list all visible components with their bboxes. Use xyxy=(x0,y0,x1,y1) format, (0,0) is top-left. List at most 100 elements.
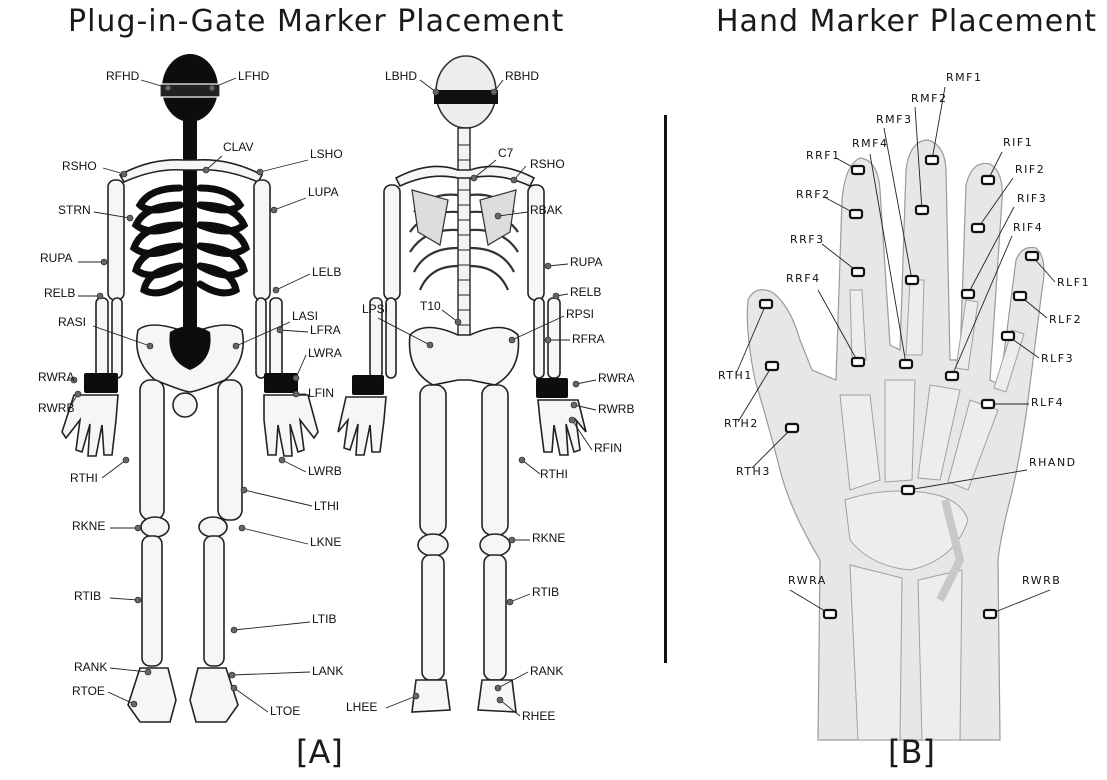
back-marker-rank xyxy=(495,685,501,691)
hand-label-rlf2: RLF2 xyxy=(1049,313,1082,326)
hand-marker-rmf4 xyxy=(900,360,912,368)
front-marker-ltib xyxy=(231,627,237,633)
front-marker-rwrb xyxy=(75,391,81,397)
front-label-rthi: RTHI xyxy=(70,471,98,485)
front-marker-lfin xyxy=(293,391,299,397)
front-marker-rsho xyxy=(121,171,127,177)
front-label-lasi: LASI xyxy=(292,309,318,323)
hand-label-rmf4: RMF4 xyxy=(852,137,888,150)
front-marker-rkne xyxy=(135,525,141,531)
back-label-lhee: LHEE xyxy=(346,700,377,714)
back-label-rthi: RTHI xyxy=(540,467,568,481)
front-label-lfin: LFIN xyxy=(308,386,334,400)
front-leader-lfhd xyxy=(212,78,236,88)
front-leader-rtib xyxy=(110,598,138,600)
hand-marker-rrf3 xyxy=(852,268,864,276)
front-leader-rasi xyxy=(93,326,150,346)
front-marker-rupa xyxy=(101,259,107,265)
back-label-rsho: RSHO xyxy=(530,157,565,171)
front-leader-lupa xyxy=(274,198,306,210)
hand-label-rth2: RTH2 xyxy=(724,417,759,430)
panel-divider xyxy=(664,115,667,663)
back-label-rupa: RUPA xyxy=(570,255,602,269)
panel-b-caption: [B] xyxy=(888,733,935,771)
back-marker-rwrb xyxy=(571,402,577,408)
front-leader-lank xyxy=(232,672,310,675)
hand-marker-rlf4 xyxy=(982,400,994,408)
back-leader-rank xyxy=(498,672,528,688)
hand-label-rmf2: RMF2 xyxy=(911,92,947,105)
front-marker-rtib xyxy=(135,597,141,603)
back-label-rfra: RFRA xyxy=(572,332,605,346)
front-marker-lwra xyxy=(293,375,299,381)
front-leader-rtoe xyxy=(108,692,134,704)
back-marker-rbak xyxy=(495,213,501,219)
hand-marker-rth3 xyxy=(786,424,798,432)
back-marker-rtib xyxy=(507,599,513,605)
hand-label-rth1: RTH1 xyxy=(718,369,753,382)
front-marker-strn xyxy=(127,215,133,221)
hand-label-rif1: RIF1 xyxy=(1003,136,1033,149)
hand-leader-rwrb xyxy=(990,590,1050,614)
hand-leader-rth1 xyxy=(736,304,766,374)
front-marker-lfra xyxy=(277,327,283,333)
hand-marker-rrf4 xyxy=(852,358,864,366)
hand-marker-rlf2 xyxy=(1014,292,1026,300)
back-label-lbhd: LBHD xyxy=(385,69,417,83)
hand-leader-rhand xyxy=(908,470,1027,490)
front-marker-lthi xyxy=(241,487,247,493)
back-leader-rhee xyxy=(500,700,520,716)
back-label-rank: RANK xyxy=(530,664,563,678)
hand-label-rrf1: RRF1 xyxy=(806,149,841,162)
back-marker-rhee xyxy=(497,697,503,703)
hand-marker-rif4 xyxy=(946,372,958,380)
back-marker-rpsi xyxy=(509,337,515,343)
back-leader-rbak xyxy=(498,212,528,216)
back-label-rwra: RWRA xyxy=(598,371,634,385)
front-leader-lthi xyxy=(244,490,312,506)
front-label-strn: STRN xyxy=(58,203,91,217)
back-label-rkne: RKNE xyxy=(532,531,565,545)
hand-label-rrf4: RRF4 xyxy=(786,272,821,285)
hand-label-rrf2: RRF2 xyxy=(796,188,831,201)
hand-leader-rth3 xyxy=(752,428,792,468)
front-label-rsho: RSHO xyxy=(62,159,97,173)
front-label-lfhd: LFHD xyxy=(238,69,270,83)
hand-label-rhand: RHAND xyxy=(1029,456,1077,469)
hand-label-rlf4: RLF4 xyxy=(1031,396,1064,409)
front-label-ltib: LTIB xyxy=(312,612,336,626)
hand-label-rmf1: RMF1 xyxy=(946,71,982,84)
front-label-rtoe: RTOE xyxy=(72,684,105,698)
front-leader-lelb xyxy=(276,274,310,290)
hand-marker-rth1 xyxy=(760,300,772,308)
front-leader-lasi xyxy=(236,322,290,346)
front-label-rtib: RTIB xyxy=(74,589,101,603)
front-label-rkne: RKNE xyxy=(72,519,105,533)
front-marker-lank xyxy=(229,672,235,678)
front-marker-lsho xyxy=(257,169,263,175)
back-label-lpsi: LPSI xyxy=(362,302,388,316)
back-marker-rsho xyxy=(511,177,517,183)
front-marker-rtoe xyxy=(131,701,137,707)
front-leader-lsho xyxy=(260,160,308,172)
back-leader-rpsi xyxy=(512,316,564,340)
back-marker-rthi xyxy=(519,457,525,463)
back-label-relb: RELB xyxy=(570,285,601,299)
front-leader-strn xyxy=(94,212,130,218)
hand-leader-rmf3 xyxy=(884,128,912,280)
back-leader-rthi xyxy=(522,460,540,474)
front-label-relb: RELB xyxy=(44,286,75,300)
back-leader-c7 xyxy=(474,160,496,178)
hand-leader-rif4 xyxy=(952,236,1012,376)
back-marker-lhee xyxy=(413,693,419,699)
hand-leader-rif2 xyxy=(978,178,1013,228)
front-label-lank: LANK xyxy=(312,664,343,678)
front-leader-lfra xyxy=(280,330,308,332)
front-leader-lkne xyxy=(242,528,308,544)
back-marker-rupa xyxy=(545,263,551,269)
back-marker-t10 xyxy=(455,319,461,325)
hand-marker-rmf2 xyxy=(916,206,928,214)
front-marker-ltoe xyxy=(231,685,237,691)
front-marker-lkne xyxy=(239,525,245,531)
